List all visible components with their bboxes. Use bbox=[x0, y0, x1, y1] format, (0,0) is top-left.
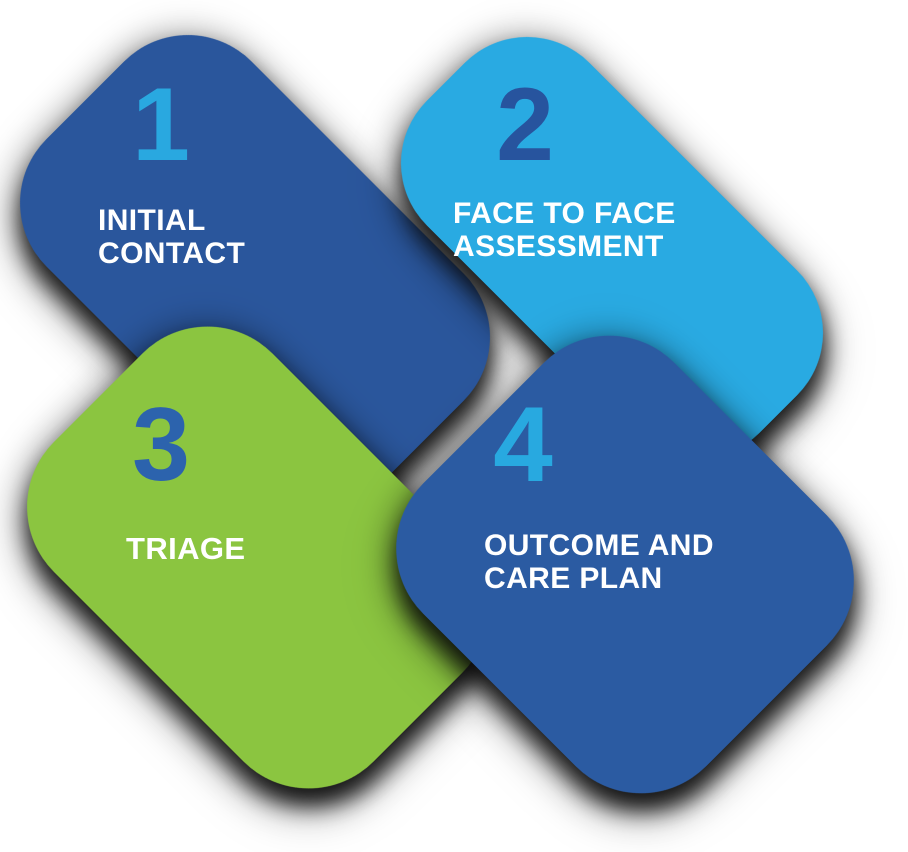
step-1-number: 1 bbox=[132, 67, 190, 183]
step-4-title-line-1: OUTCOME AND bbox=[484, 529, 714, 562]
step-2-title-line-1: FACE TO FACE bbox=[453, 197, 676, 230]
step-2-number: 2 bbox=[496, 67, 554, 183]
step-3-title: TRIAGE bbox=[126, 532, 246, 565]
step-1-title-line-2: CONTACT bbox=[98, 237, 246, 270]
step-2-title-line-2: ASSESSMENT bbox=[453, 230, 664, 263]
step-1-title: INITIAL CONTACT bbox=[98, 204, 245, 270]
step-4-number: 4 bbox=[493, 384, 553, 504]
step-4-title: OUTCOME AND CARE PLAN bbox=[484, 529, 714, 595]
step-3-number: 3 bbox=[132, 387, 190, 503]
step-4-title-line-2: CARE PLAN bbox=[484, 562, 663, 595]
step-2-title: FACE TO FACE ASSESSMENT bbox=[453, 197, 676, 263]
step-3-title-line-1: TRIAGE bbox=[126, 531, 246, 566]
step-1-title-line-1: INITIAL bbox=[98, 204, 206, 237]
